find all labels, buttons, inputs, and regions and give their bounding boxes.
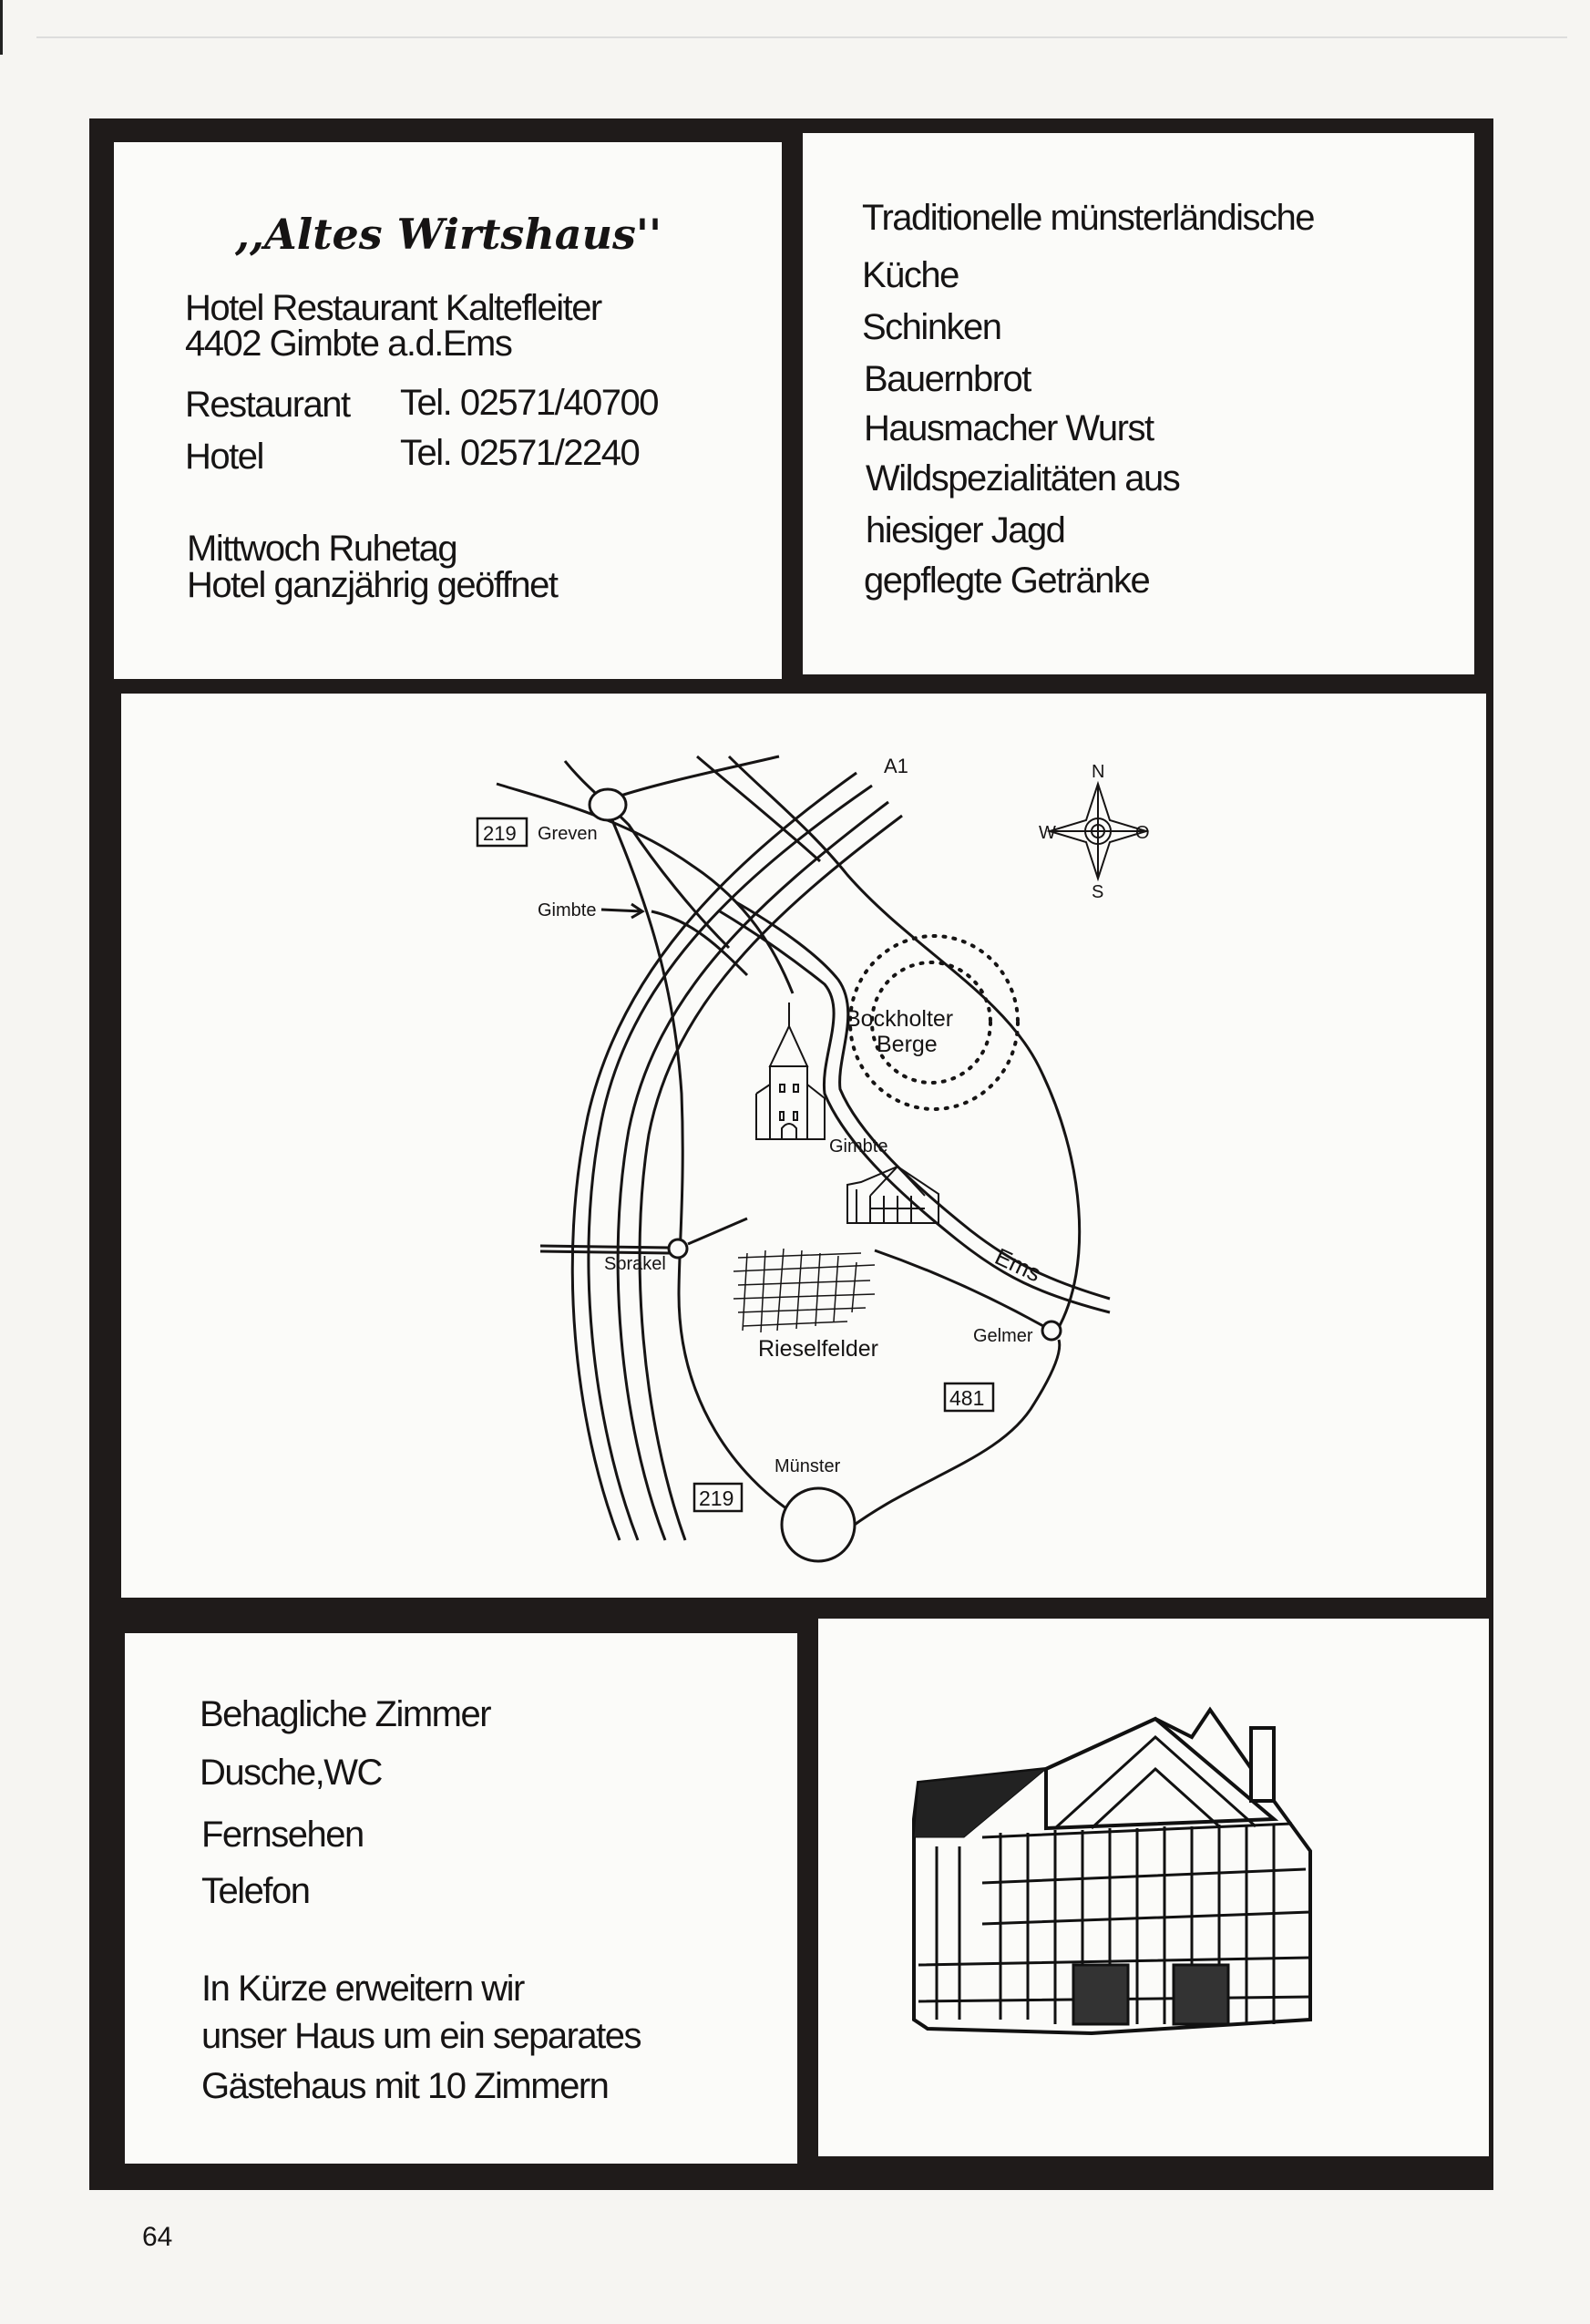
compass-o: O <box>1135 823 1150 843</box>
sprakel-junction <box>667 1238 689 1260</box>
room-feature: Telefon <box>201 1871 311 1911</box>
gimbte-arrow <box>600 902 645 920</box>
menu-item: Küche <box>862 255 959 295</box>
menu-item: Schinken <box>862 307 1002 347</box>
label-bockholter: Bockholter <box>846 1006 953 1032</box>
compass-n: N <box>1092 762 1104 782</box>
expansion-note: unser Haus um ein separates <box>201 2016 642 2056</box>
menu-item: Wildspezialitäten aus <box>866 458 1181 499</box>
menu-item: gepflegte Getränke <box>864 560 1151 601</box>
label-road-219-bottom: 219 <box>699 1486 733 1510</box>
menu-item: Traditionelle münsterländische <box>862 198 1316 238</box>
label-gelmer: Gelmer <box>973 1326 1033 1346</box>
room-feature: Behagliche Zimmer <box>200 1694 492 1734</box>
phone-number-hotel: Tel. 02571/2240 <box>400 433 641 473</box>
expansion-note: Gästehaus mit 10 Zimmern <box>201 2066 610 2106</box>
phone-number-restaurant: Tel. 02571/40700 <box>400 383 659 423</box>
room-feature: Fernsehen <box>201 1815 364 1855</box>
rooms-panel <box>125 1633 797 2164</box>
inn-small-icon <box>846 1165 939 1224</box>
expansion-note: In Kürze erweitern wir <box>201 1969 525 2009</box>
menu-item: hiesiger Jagd <box>866 510 1066 550</box>
gelmer-junction <box>1041 1320 1062 1342</box>
label-road-481: 481 <box>949 1386 984 1410</box>
ems-river <box>719 910 1111 1314</box>
label-muenster: Münster <box>774 1456 841 1476</box>
phone-label-restaurant: Restaurant <box>185 385 351 425</box>
label-gimbte: Gimbte <box>829 1136 887 1157</box>
phone-label-hotel: Hotel <box>185 437 264 477</box>
hotel-open-info: Hotel ganzjährig geöffnet <box>187 565 559 605</box>
road-219 <box>610 819 794 1515</box>
room-feature: Dusche,WC <box>200 1753 383 1793</box>
a1-motorway <box>587 784 873 1541</box>
label-greven: Greven <box>538 824 598 844</box>
label-rieselfelder: Rieselfelder <box>758 1336 878 1362</box>
road-219-shield-top <box>476 817 528 848</box>
label-gimbte-arrow: Gimbte <box>538 900 596 920</box>
inn-illustration <box>912 1706 1312 2036</box>
menu-item: Hausmacher Wurst <box>864 408 1154 448</box>
compass-w: W <box>1039 823 1056 843</box>
muenster-circle <box>780 1486 857 1563</box>
road-481-shield <box>943 1382 995 1413</box>
page-top-line <box>36 36 1567 38</box>
label-sprakel: Sprakel <box>604 1254 666 1274</box>
business-title: ,,Altes Wirtshaus'' <box>235 210 662 259</box>
closing-day: Mittwoch Ruhetag <box>187 529 458 569</box>
road-481 <box>851 1339 1062 1528</box>
page-edge <box>0 0 3 55</box>
label-berge: Berge <box>877 1032 938 1057</box>
business-address: 4402 Gimbte a.d.Ems <box>185 324 513 364</box>
greven-junction <box>588 787 628 822</box>
rieselfelder-fields <box>733 1248 876 1333</box>
contact-panel <box>114 142 782 679</box>
menu-panel <box>803 133 1474 674</box>
bockholter-berge-hills <box>848 934 1020 1111</box>
compass-s: S <box>1092 882 1103 902</box>
map-panel <box>121 694 1486 1598</box>
label-road-219-top: 219 <box>483 822 517 845</box>
menu-item: Bauernbrot <box>864 359 1031 399</box>
page-number: 64 <box>142 2222 173 2252</box>
business-name: Hotel Restaurant Kaltefleiter <box>185 288 602 328</box>
compass-rose-icon <box>1046 780 1150 882</box>
road-219-shield-bottom <box>692 1482 744 1513</box>
church-icon <box>755 1003 826 1140</box>
label-a1: A1 <box>884 755 908 777</box>
